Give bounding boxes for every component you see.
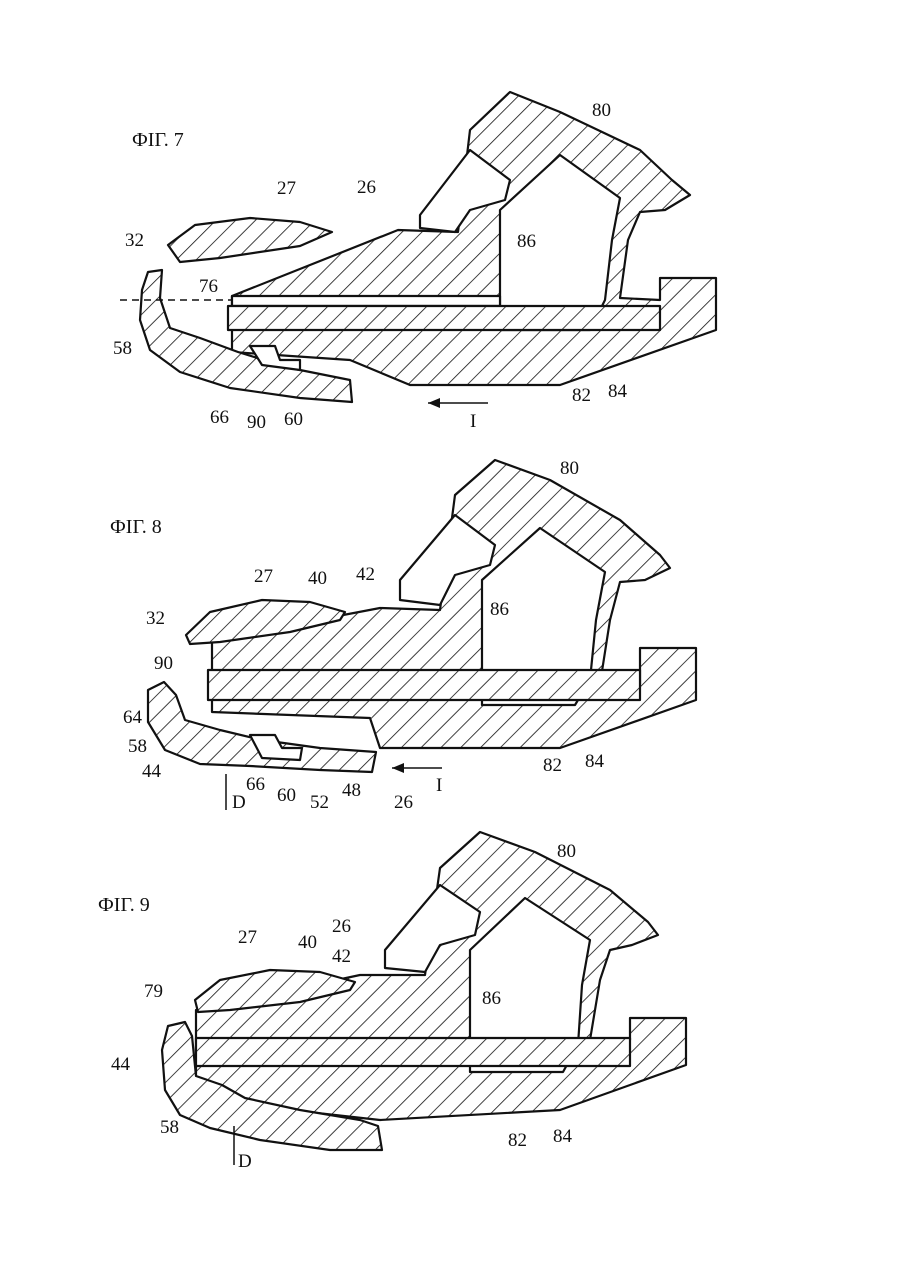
label-76: 76 bbox=[199, 276, 218, 297]
label-86: 86 bbox=[517, 231, 536, 252]
label-D: D bbox=[232, 792, 246, 813]
label-I: I bbox=[436, 775, 442, 796]
label-64: 64 bbox=[123, 707, 143, 728]
label-86: 86 bbox=[482, 988, 501, 1009]
figure-7-title: ФIГ. 7 bbox=[132, 129, 184, 151]
label-27: 27 bbox=[277, 178, 296, 199]
fig8-rail-mid bbox=[208, 670, 640, 700]
fig9-rail-mid bbox=[196, 1038, 630, 1066]
label-82: 82 bbox=[572, 385, 591, 406]
label-90: 90 bbox=[247, 412, 266, 433]
label-58: 58 bbox=[113, 338, 132, 359]
label-27: 27 bbox=[254, 566, 273, 587]
fig8-arrow-head bbox=[392, 763, 404, 773]
label-82: 82 bbox=[543, 755, 562, 776]
label-52: 52 bbox=[310, 792, 329, 813]
label-26: 26 bbox=[394, 792, 413, 813]
fig7-rail-mid bbox=[228, 306, 660, 330]
label-40: 40 bbox=[308, 568, 327, 589]
figure-8-title: ФIГ. 8 bbox=[110, 516, 162, 538]
label-I: I bbox=[470, 411, 476, 432]
figure-7: ФIГ. 7 80 27 26 32 86 76 58 66 90 60 82 … bbox=[113, 92, 716, 433]
label-32: 32 bbox=[146, 608, 165, 629]
fig7-arrow-head bbox=[428, 398, 440, 408]
fig7-part-27 bbox=[168, 218, 332, 262]
label-80: 80 bbox=[592, 100, 611, 121]
label-79: 79 bbox=[144, 981, 163, 1002]
label-60: 60 bbox=[284, 409, 303, 430]
label-84: 84 bbox=[553, 1126, 573, 1147]
label-80: 80 bbox=[560, 458, 579, 479]
label-26: 26 bbox=[332, 916, 351, 937]
label-90: 90 bbox=[154, 653, 173, 674]
label-60: 60 bbox=[277, 785, 296, 806]
label-48: 48 bbox=[342, 780, 361, 801]
label-84: 84 bbox=[585, 751, 605, 772]
label-40: 40 bbox=[298, 932, 317, 953]
label-86: 86 bbox=[490, 599, 509, 620]
label-42: 42 bbox=[356, 564, 375, 585]
label-32: 32 bbox=[125, 230, 144, 251]
label-44: 44 bbox=[142, 761, 162, 782]
label-26: 26 bbox=[357, 177, 376, 198]
label-58: 58 bbox=[160, 1117, 179, 1138]
label-D: D bbox=[238, 1151, 252, 1172]
figure-8: ФIГ. 8 80 27 40 42 86 32 90 64 58 44 66 … bbox=[110, 458, 696, 813]
label-82: 82 bbox=[508, 1130, 527, 1151]
label-66: 66 bbox=[246, 774, 265, 795]
fig7-rail-upper bbox=[232, 296, 500, 306]
label-80: 80 bbox=[557, 841, 576, 862]
figure-9: ФIГ. 9 80 27 40 26 42 86 79 44 58 D 82 8… bbox=[98, 832, 686, 1172]
label-42: 42 bbox=[332, 946, 351, 967]
label-84: 84 bbox=[608, 381, 628, 402]
label-66: 66 bbox=[210, 407, 229, 428]
figure-9-title: ФIГ. 9 bbox=[98, 894, 150, 916]
label-27: 27 bbox=[238, 927, 257, 948]
label-44: 44 bbox=[111, 1054, 131, 1075]
label-58: 58 bbox=[128, 736, 147, 757]
